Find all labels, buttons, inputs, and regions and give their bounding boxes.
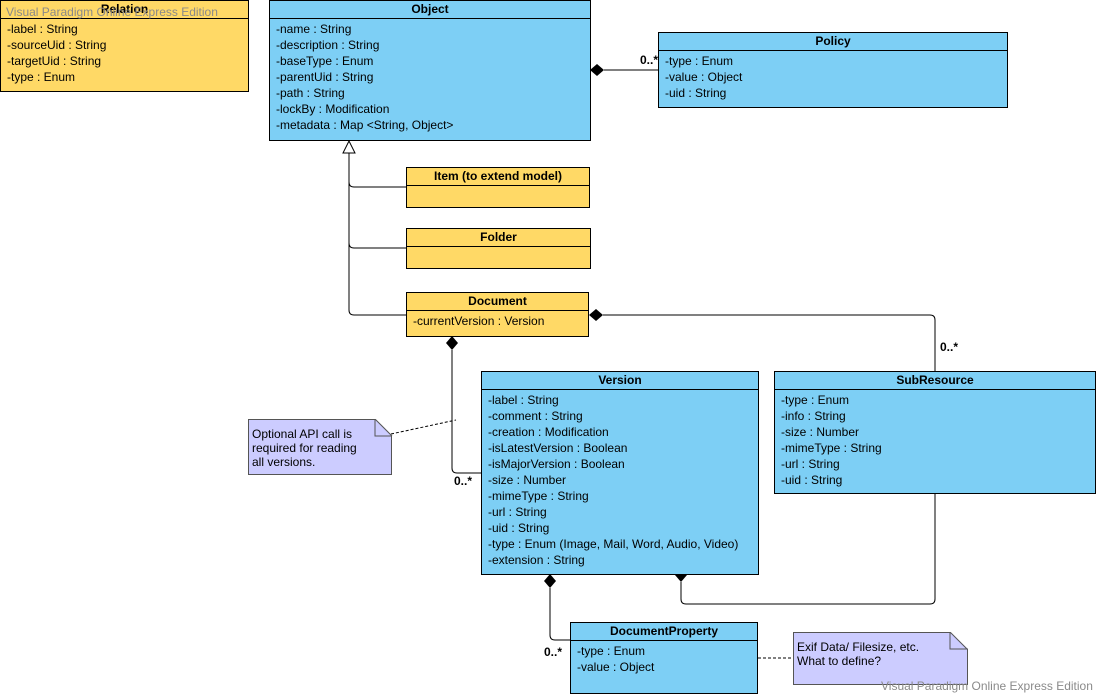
- document-class-name: Document: [407, 293, 588, 311]
- folder-class[interactable]: Folder: [406, 228, 591, 269]
- version-attributes: -label : String -comment : String -creatio…: [482, 390, 758, 568]
- exif-note[interactable]: Exif Data/ Filesize, etc.What to define?: [793, 632, 968, 685]
- attribute-line: -extension : String: [488, 553, 585, 567]
- object-attributes: -name : String -description : String -base…: [270, 19, 590, 133]
- exif-note-fold: [949, 632, 968, 650]
- object-class-name: Object: [270, 1, 590, 19]
- api-note-anchor: [390, 419, 457, 435]
- version-subresource-line: [680, 494, 936, 605]
- attribute-line: -value : Object: [665, 70, 743, 84]
- documentproperty-class[interactable]: DocumentProperty -type : Enum -value : Ob…: [570, 622, 758, 694]
- policy-attributes: -type : Enum -value : Object -uid : String: [659, 51, 1007, 101]
- attribute-line: -type : Enum: [665, 54, 734, 68]
- documentproperty-class-name: DocumentProperty: [571, 623, 757, 641]
- object-class[interactable]: Object -name : String -description : Stri…: [269, 0, 591, 141]
- attribute-line: -mimeType : String: [781, 441, 882, 455]
- documentproperty-attributes: -type : Enum -value : Object: [571, 641, 757, 675]
- attribute-line: Exif Data/ Filesize, etc.: [797, 640, 920, 654]
- generalization-line: [348, 152, 406, 316]
- attribute-line: -path : String: [276, 86, 345, 100]
- object-policy-diamond: [590, 64, 604, 76]
- relation-class-name: Relation: [1, 1, 248, 19]
- version-property-line: [549, 588, 571, 641]
- attribute-line: -mimeType : String: [488, 489, 589, 503]
- subresource-class[interactable]: SubResource -type : Enum -info : String -s…: [774, 371, 1096, 494]
- api-note-fold: [374, 419, 393, 437]
- attribute-line: -name : String: [276, 22, 352, 36]
- attribute-line: -info : String: [781, 409, 846, 423]
- attribute-line: -size : Number: [488, 473, 567, 487]
- watermark-bottom: Visual Paradigm Online Express Edition: [881, 679, 1093, 693]
- attribute-line: -uid : String: [781, 473, 843, 487]
- attribute-line: -isLatestVersion : Boolean: [488, 441, 628, 455]
- attribute-line: -type : Enum: [7, 70, 76, 84]
- attribute-line: -type : Enum: [577, 644, 646, 658]
- attribute-line: -url : String: [781, 457, 840, 471]
- document-version-line: [451, 350, 481, 474]
- policy-multiplicity: 0..*: [640, 53, 659, 67]
- attribute-line: -targetUid : String: [7, 54, 102, 68]
- subresource-class-name: SubResource: [775, 372, 1095, 390]
- attribute-line: -parentUid : String: [276, 70, 374, 84]
- attribute-line: -type : Enum (Image, Mail, Word, Audio, …: [488, 537, 739, 551]
- folder-class-name: Folder: [407, 229, 590, 247]
- attribute-line: -type : Enum: [781, 393, 850, 407]
- attribute-line: -value : Object: [577, 660, 655, 674]
- relation-class[interactable]: Relation -label : String -sourceUid : Str…: [0, 0, 249, 92]
- version-class[interactable]: Version -label : String -comment : String…: [481, 371, 759, 575]
- attribute-line: -size : Number: [781, 425, 860, 439]
- version-class-name: Version: [482, 372, 758, 390]
- document-version-diamond: [446, 336, 458, 350]
- version-property-diamond: [544, 574, 556, 588]
- generalization-branch-folder: [348, 242, 406, 249]
- subresource-attributes: -type : Enum -info : String -size : Number…: [775, 390, 1095, 488]
- attribute-line: Optional API call is: [252, 427, 353, 441]
- generalization-branch-item: [348, 181, 406, 188]
- item-class[interactable]: Item (to extend model): [406, 167, 590, 208]
- relation-attributes: -label : String -sourceUid : String -targe…: [1, 19, 248, 85]
- subresource-multiplicity: 0..*: [940, 340, 959, 354]
- policy-class[interactable]: Policy -type : Enum -value : Object -uid :…: [658, 32, 1008, 108]
- document-subresource-diamond: [589, 309, 603, 321]
- documentproperty-multiplicity: 0..*: [544, 645, 563, 659]
- attribute-line: -isMajorVersion : Boolean: [488, 457, 625, 471]
- watermark-top: Visual Paradigm Online Express Edition: [6, 5, 218, 19]
- attribute-line: -url : String: [488, 505, 547, 519]
- generalization-arrowhead: [342, 139, 356, 154]
- attribute-line: -lockBy : Modification: [276, 102, 390, 116]
- attribute-line: -creation : Modification: [488, 425, 609, 439]
- document-attributes: -currentVersion : Version: [407, 311, 588, 329]
- attribute-line: -label : String: [488, 393, 559, 407]
- version-multiplicity: 0..*: [454, 474, 473, 488]
- attribute-line: -currentVersion : Version: [413, 314, 545, 328]
- document-subresource-line: [603, 314, 936, 371]
- attribute-line: -uid : String: [665, 86, 727, 100]
- attribute-line: -description : String: [276, 38, 380, 52]
- item-class-name: Item (to extend model): [407, 168, 589, 186]
- attribute-line: -label : String: [7, 22, 78, 36]
- attribute-line: -sourceUid : String: [7, 38, 107, 52]
- attribute-line: -baseType : Enum: [276, 54, 374, 68]
- attribute-line: -comment : String: [488, 409, 583, 423]
- policy-class-name: Policy: [659, 33, 1007, 51]
- exif-note-text: Exif Data/ Filesize, etc.What to define?: [797, 640, 965, 668]
- attribute-line: required for reading: [252, 441, 357, 455]
- attribute-line: -metadata : Map <String, Object>: [276, 118, 454, 132]
- document-class[interactable]: Document -currentVersion : Version: [406, 292, 589, 337]
- attribute-line: -uid : String: [488, 521, 550, 535]
- attribute-line: all versions.: [252, 455, 316, 469]
- attribute-line: What to define?: [797, 654, 882, 668]
